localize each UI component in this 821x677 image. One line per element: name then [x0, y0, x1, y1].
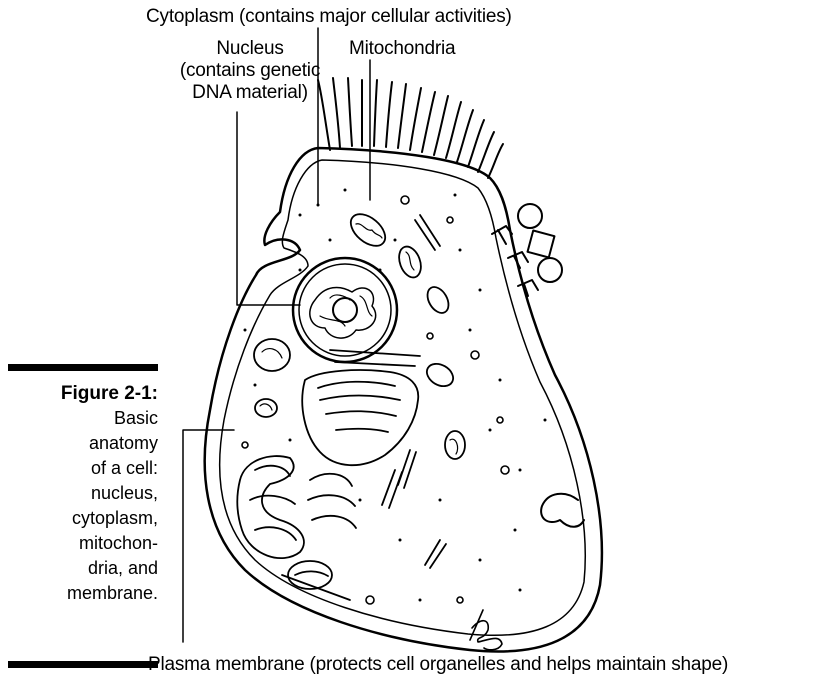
artist-signature — [470, 610, 502, 650]
cilia — [318, 78, 503, 178]
vesicle-uptake — [541, 494, 584, 527]
membrane-proteins — [492, 204, 562, 296]
microtubules — [282, 215, 446, 600]
leader-lines — [183, 28, 370, 642]
vesicles — [242, 196, 509, 604]
membrane-leader — [183, 430, 234, 642]
nucleus — [293, 258, 397, 362]
cell-membrane-inner — [220, 160, 586, 635]
mitochondria — [254, 208, 465, 459]
golgi-apparatus — [237, 456, 356, 589]
rough-er — [302, 350, 420, 465]
